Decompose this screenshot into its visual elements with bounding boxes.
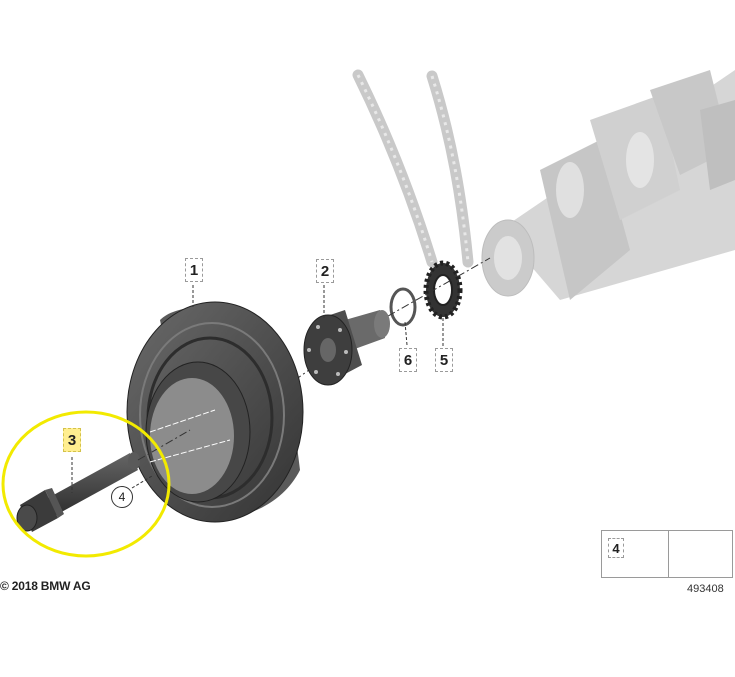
legend-divider (668, 531, 669, 577)
timing-chain (352, 69, 474, 268)
sprocket-part-5 (423, 260, 463, 320)
hub-part-2 (303, 310, 390, 386)
pulley-part-1 (126, 301, 304, 523)
bolt-part-3 (16, 452, 140, 532)
callout-part-2[interactable]: 2 (316, 259, 334, 283)
callout-part-4[interactable]: 4 (111, 486, 133, 508)
diagram-id: 493408 (687, 583, 724, 595)
legend-part-number[interactable]: 4 (608, 538, 624, 558)
callout-part-6[interactable]: 6 (399, 348, 417, 372)
highlight-circle (1, 410, 171, 558)
callout-part-5[interactable]: 5 (435, 348, 453, 372)
copyright-notice: © 2018 BMW AG (0, 579, 91, 593)
o-ring-part-6 (389, 287, 417, 327)
legend-box: 4 (601, 530, 733, 578)
crankshaft (481, 70, 735, 300)
callout-part-3[interactable]: 3 (63, 428, 81, 452)
callout-part-1[interactable]: 1 (185, 258, 203, 282)
